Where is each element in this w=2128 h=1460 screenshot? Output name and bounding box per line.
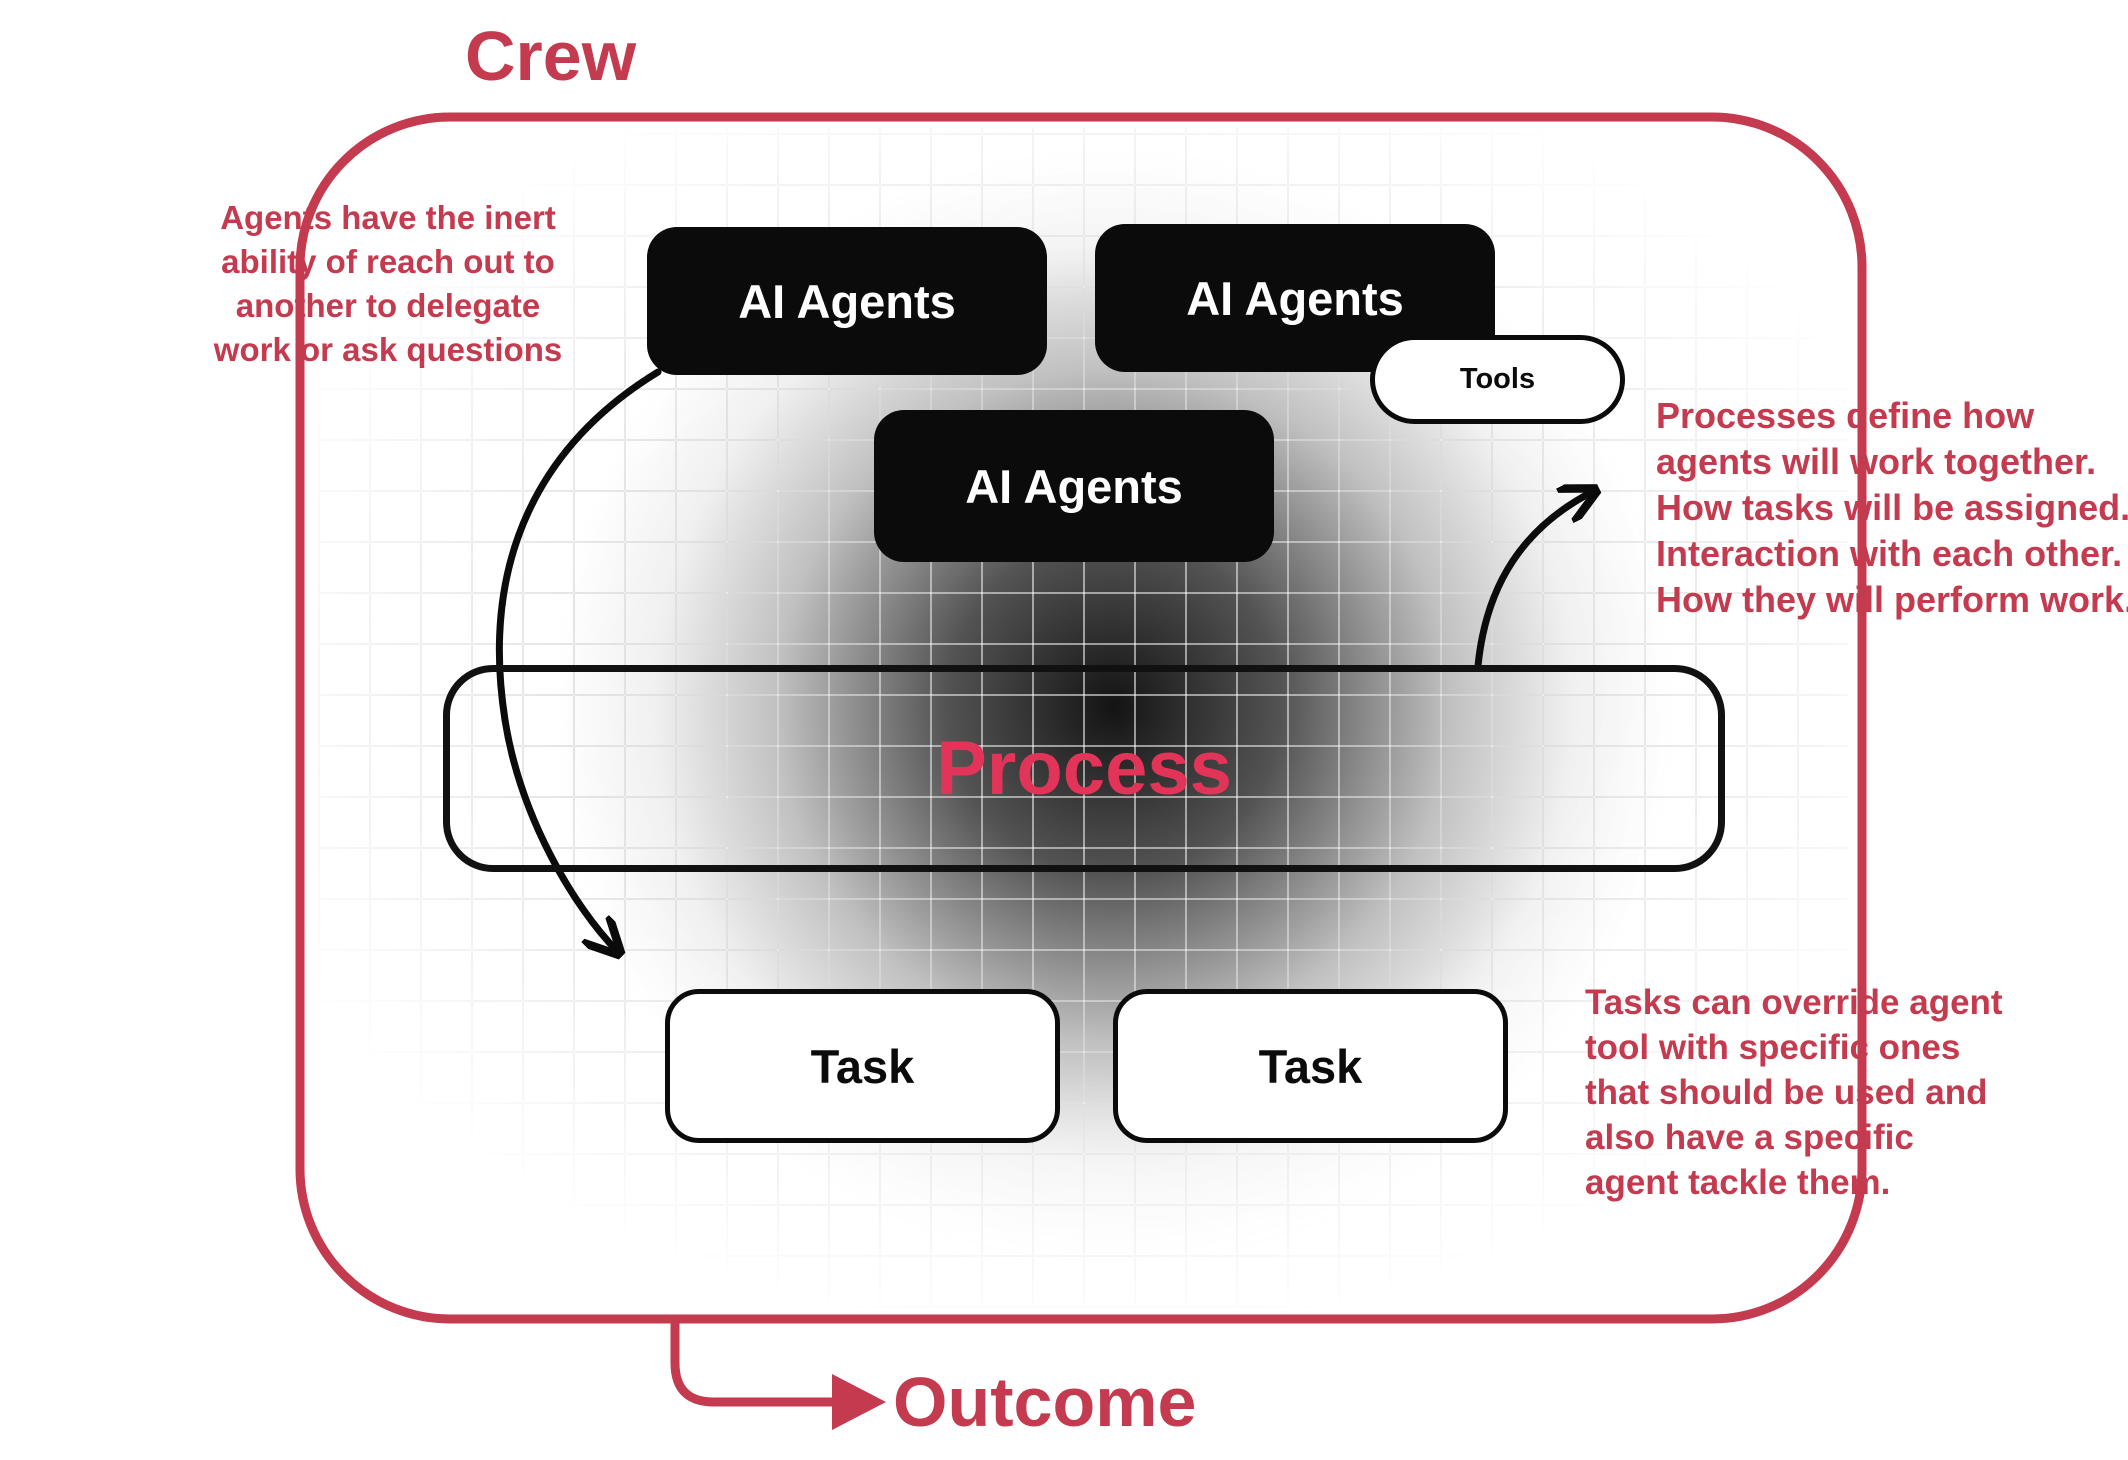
task-box-1: Task: [665, 989, 1060, 1143]
crew-border: [295, 112, 1867, 1324]
ai-agents-label: AI Agents: [1186, 271, 1404, 325]
process-box: Process: [443, 665, 1725, 872]
tools-label: Tools: [1459, 363, 1536, 395]
outcome-title: Outcome: [893, 1363, 1197, 1441]
task-box-2: Task: [1113, 989, 1508, 1143]
outcome-arrowhead-icon: [832, 1374, 886, 1430]
task-label: Task: [810, 1039, 915, 1093]
grid-background: [318, 128, 1848, 1308]
ai-agents-box-3: AI Agents: [874, 410, 1274, 562]
crew-title: Crew: [465, 17, 637, 95]
annotation-process: Processes define how agents will work to…: [1656, 395, 2128, 620]
ai-agents-box-1: AI Agents: [647, 227, 1047, 375]
annotation-tasks: Tasks can override agent tool with speci…: [1585, 983, 2003, 1202]
delegation-arrow: [495, 368, 662, 952]
process-label: Process: [936, 726, 1232, 811]
tools-pill: Tools: [1370, 335, 1625, 424]
ai-agents-label: AI Agents: [738, 274, 956, 328]
task-label: Task: [1258, 1039, 1363, 1093]
annotation-delegation: Agents have the inert ability of reach o…: [213, 199, 563, 368]
outcome-connector: [670, 1314, 837, 1407]
ai-agents-label: AI Agents: [965, 459, 1183, 513]
process-arrow: [1474, 491, 1594, 670]
